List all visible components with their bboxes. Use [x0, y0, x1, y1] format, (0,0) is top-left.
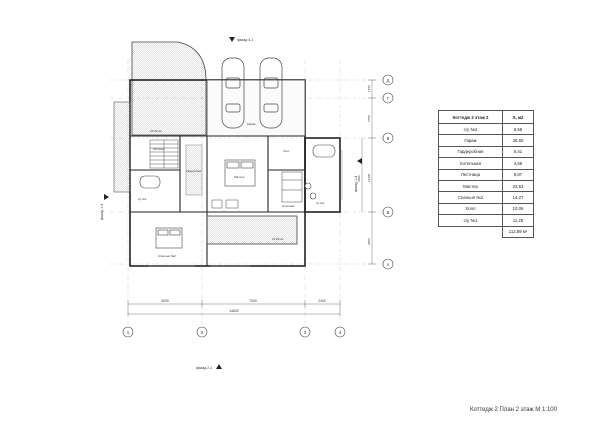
dim-right-1: 1450 — [367, 85, 371, 92]
dim-right-2: 2750 — [367, 115, 371, 122]
room-area: 6,58 — [502, 122, 534, 136]
facade-marker-bottom — [216, 364, 222, 369]
wc1-label: с/у №1 — [138, 197, 147, 201]
garderobe — [185, 144, 203, 196]
axis-G: Г — [387, 96, 390, 101]
car-left — [221, 57, 245, 129]
room-area: 6,41 — [502, 145, 534, 159]
room-name: Котельная — [438, 157, 503, 170]
boiler-label: Котельная — [282, 204, 295, 208]
axis-1: 1 — [127, 330, 130, 335]
bathtub-right — [312, 144, 336, 158]
room-area: 4,56 — [502, 157, 534, 170]
master-bed — [224, 159, 256, 187]
dim-right-5: 3000 — [367, 238, 371, 245]
master-label: Мастер — [234, 175, 245, 179]
facade-marker-left — [104, 194, 109, 200]
garderobe-label: Гардеробная — [186, 170, 202, 173]
room-area: 23,53 — [502, 179, 534, 193]
axis-V: В — [387, 136, 390, 141]
facade-top-label: фасад 4-1 — [237, 38, 253, 42]
terrace-bottom — [206, 215, 298, 245]
room-area: 11,29 — [502, 214, 534, 227]
room-area: 10,06 — [502, 202, 534, 216]
stair-label: Лестница — [153, 147, 165, 151]
axis-4: 4 — [339, 330, 342, 335]
axis-B: Б — [387, 210, 390, 215]
wc2-label: с/у №2 — [316, 201, 325, 205]
boiler-room — [281, 171, 303, 203]
bathtub-left — [139, 175, 161, 189]
axis-D: Д — [387, 78, 390, 83]
hall-label: Холл — [283, 149, 290, 153]
facade-right-label: фасад 1-4 — [354, 176, 358, 192]
facade-left-label: фасад 1-4 — [100, 204, 104, 220]
room-name: с/у №1 — [438, 214, 503, 227]
room-area: 28,55 — [502, 134, 534, 147]
stair — [149, 139, 179, 169]
terrace-top-area: 22,93 м² — [150, 129, 161, 133]
room-name: Спальня №2 — [438, 191, 503, 204]
dim-bottom-total: 14600 — [229, 309, 239, 313]
terrace-bottom-area: 21,80 м² — [272, 237, 283, 241]
dim-bottom-2: 7200 — [249, 299, 257, 303]
dim-bottom-3: 2400 — [318, 299, 326, 303]
room-name: с/у №2 — [438, 122, 503, 136]
room-name: Холл — [438, 202, 503, 216]
facade-bottom-label: фасад 2-1 — [196, 366, 212, 370]
total-spacer — [439, 226, 503, 237]
table-header-value: S, м2 — [502, 110, 534, 124]
room-area: 14,27 — [502, 191, 534, 204]
facade-marker-top — [229, 37, 235, 42]
table-total-row: 112,89 м² — [439, 225, 534, 238]
axis-A: А — [387, 262, 390, 267]
room-name: Лестница — [438, 168, 503, 181]
room-area: 8,87 — [502, 168, 534, 181]
table-header-name: Коттедж 2 этаж 2 — [438, 110, 503, 124]
terrace-top — [131, 41, 207, 136]
axis-2: 2 — [201, 330, 204, 335]
garage-label: Гараж — [247, 122, 255, 126]
room-name: Гараж — [438, 134, 503, 147]
facade-marker-right — [357, 158, 362, 164]
dim-bottom-1: 5000 — [161, 299, 169, 303]
total-area: 112,89 м² — [502, 225, 534, 238]
dim-right-3: 12200 — [367, 173, 371, 182]
sheet-title: Коттедж 2 План 2 этаж М 1:100 — [470, 407, 557, 413]
car-right — [259, 57, 283, 129]
dim-right-4: 6400 — [357, 175, 361, 182]
room-name: Гардеробная — [438, 145, 503, 159]
bedroom2-bed — [155, 227, 183, 249]
axis-3: 3 — [304, 330, 307, 335]
room-name: Мастер — [438, 179, 503, 193]
bedroom2-label: Спальня №2 — [158, 254, 176, 258]
